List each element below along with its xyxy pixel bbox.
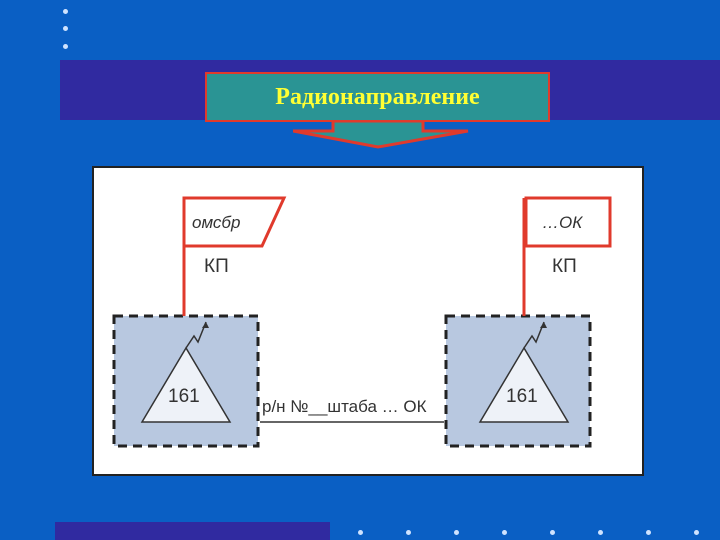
left-node-number: 161 — [168, 386, 200, 407]
dot — [63, 44, 68, 49]
dot — [550, 530, 555, 535]
dot — [598, 530, 603, 535]
left-flag — [182, 196, 287, 248]
dot — [502, 530, 507, 535]
dot — [646, 530, 651, 535]
right-node-label: …ОК — [542, 213, 583, 232]
right-triangle-icon — [478, 346, 570, 423]
right-flag — [524, 196, 612, 248]
dot — [454, 530, 459, 535]
right-antenna-tip — [540, 322, 547, 328]
right-kp-label: КП — [552, 256, 577, 277]
title-box: Радионаправление — [205, 72, 550, 122]
left-kp-label: КП — [204, 256, 229, 277]
down-arrow-icon — [293, 121, 469, 149]
radio-link-diagram: омсбр КП …ОК КП 161 161 р/н №__штаба … О… — [112, 196, 612, 448]
footer-band — [55, 522, 330, 540]
dot — [63, 9, 68, 14]
left-triangle-icon — [140, 346, 232, 423]
left-node-label: омсбр — [192, 213, 240, 232]
page-title: Радионаправление — [275, 83, 480, 110]
dot — [694, 530, 699, 535]
right-antenna-icon — [523, 321, 545, 349]
diagram-panel: омсбр КП …ОК КП 161 161 р/н №__штаба … О… — [92, 166, 644, 476]
dot — [406, 530, 411, 535]
right-node-number: 161 — [506, 386, 538, 407]
left-antenna-tip — [202, 322, 209, 328]
dot — [358, 530, 363, 535]
dot — [63, 26, 68, 31]
link-label: р/н №__штаба … ОК — [262, 397, 427, 416]
left-antenna-icon — [185, 321, 207, 349]
